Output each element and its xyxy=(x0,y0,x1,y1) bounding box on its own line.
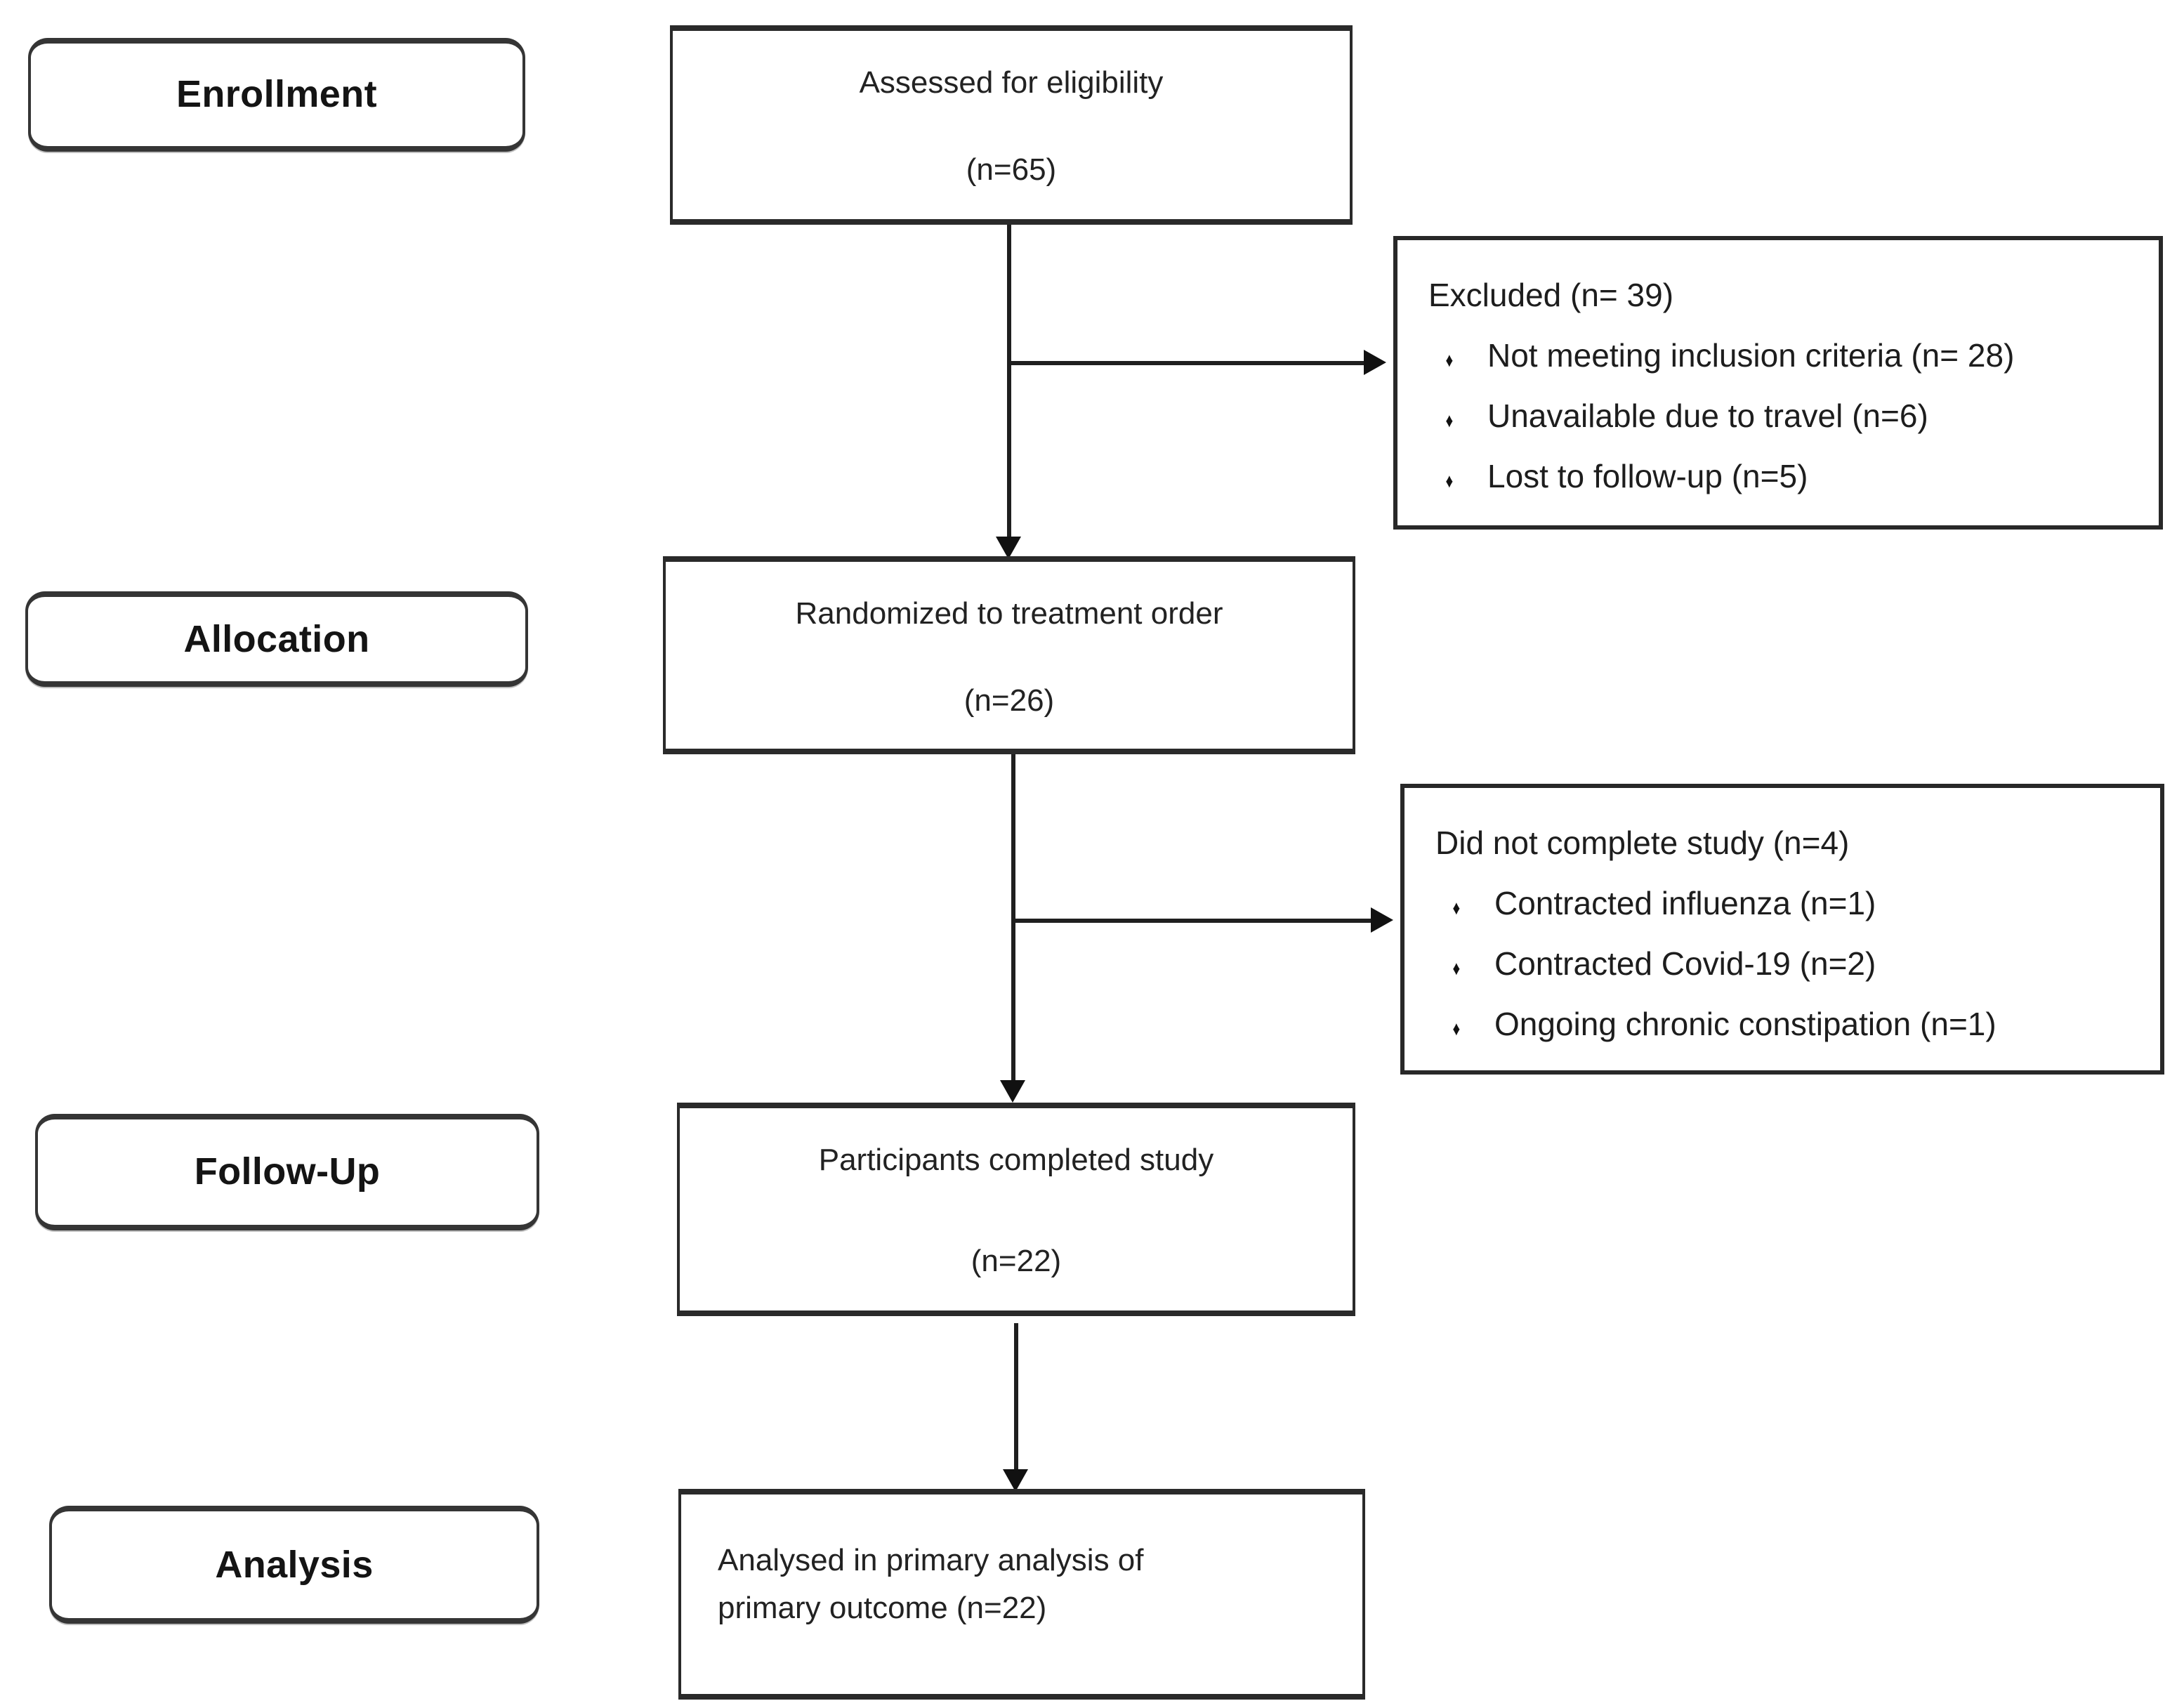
stage-label-enrollment: Enrollment xyxy=(28,38,525,152)
stage-label-analysis-text: Analysis xyxy=(215,1543,374,1585)
connector-completed-to-analysed xyxy=(1014,1323,1018,1469)
dropout-reason-text: Ongoing chronic constipation (n=1) xyxy=(1494,1006,1996,1042)
connector-assessed-to-randomized xyxy=(1007,225,1011,537)
list-item: ♦ Lost to follow-up (n=5) xyxy=(1428,458,2133,496)
list-item: ♦ Unavailable due to travel (n=6) xyxy=(1428,398,2133,435)
dropout-reason-text: Contracted influenza (n=1) xyxy=(1494,885,1876,921)
connector-branch-to-excluded xyxy=(1007,361,1364,365)
flow-box-completed-study: Participants completed study (n=22) xyxy=(677,1103,1355,1316)
side-box-did-not-complete: Did not complete study (n=4) ♦ Contracte… xyxy=(1400,784,2164,1075)
list-item: ♦ Contracted influenza (n=1) xyxy=(1435,885,2135,923)
flow-box-randomized-count: (n=26) xyxy=(963,683,1055,718)
connector-branch-to-did-not-complete xyxy=(1011,919,1371,923)
excluded-reason-text: Unavailable due to travel (n=6) xyxy=(1487,398,1928,434)
stage-label-allocation: Allocation xyxy=(25,591,528,687)
diamond-bullet-icon: ♦ xyxy=(1452,957,1461,979)
stage-label-follow-up-text: Follow-Up xyxy=(194,1150,381,1193)
side-box-excluded: Excluded (n= 39) ♦ Not meeting inclusion… xyxy=(1393,236,2163,530)
flow-box-completed-title: Participants completed study xyxy=(818,1142,1214,1177)
diamond-bullet-icon: ♦ xyxy=(1452,1017,1461,1039)
connector-randomized-to-completed xyxy=(1011,754,1015,1080)
arrowhead-down-to-randomized xyxy=(996,537,1021,559)
arrowhead-down-to-completed xyxy=(1000,1080,1025,1103)
stage-label-enrollment-text: Enrollment xyxy=(176,73,377,115)
list-item: ♦ Ongoing chronic constipation (n=1) xyxy=(1435,1006,2135,1044)
flow-box-analysed: Analysed in primary analysis of primary … xyxy=(678,1489,1365,1700)
flow-box-assessed-for-eligibility: Assessed for eligibility (n=65) xyxy=(670,25,1353,225)
diamond-bullet-icon: ♦ xyxy=(1452,896,1461,919)
flow-box-assessed-count: (n=65) xyxy=(966,152,1057,187)
diamond-bullet-icon: ♦ xyxy=(1445,409,1454,431)
flow-box-completed-count: (n=22) xyxy=(971,1243,1062,1278)
arrowhead-right-to-excluded xyxy=(1364,350,1386,375)
flow-box-randomized: Randomized to treatment order (n=26) xyxy=(663,556,1355,754)
dropout-reason-text: Contracted Covid-19 (n=2) xyxy=(1494,945,1876,982)
flow-box-analysed-text: Analysed in primary analysis of primary … xyxy=(718,1542,1144,1626)
arrowhead-down-to-analysed xyxy=(1003,1469,1028,1492)
stage-label-allocation-text: Allocation xyxy=(183,617,370,659)
side-box-did-not-complete-title: Did not complete study (n=4) xyxy=(1435,825,1850,861)
diamond-bullet-icon: ♦ xyxy=(1445,348,1454,371)
stage-label-analysis: Analysis xyxy=(49,1506,539,1624)
flow-box-assessed-title: Assessed for eligibility xyxy=(859,65,1164,100)
list-item: ♦ Contracted Covid-19 (n=2) xyxy=(1435,945,2135,983)
excluded-reason-text: Lost to follow-up (n=5) xyxy=(1487,458,1808,494)
flow-box-randomized-title: Randomized to treatment order xyxy=(795,596,1223,631)
stage-label-follow-up: Follow-Up xyxy=(35,1114,539,1230)
excluded-reason-text: Not meeting inclusion criteria (n= 28) xyxy=(1487,337,2015,374)
list-item: ♦ Not meeting inclusion criteria (n= 28) xyxy=(1428,337,2133,375)
side-box-excluded-title: Excluded (n= 39) xyxy=(1428,277,1674,313)
diamond-bullet-icon: ♦ xyxy=(1445,469,1454,492)
arrowhead-right-to-did-not-complete xyxy=(1371,907,1393,933)
